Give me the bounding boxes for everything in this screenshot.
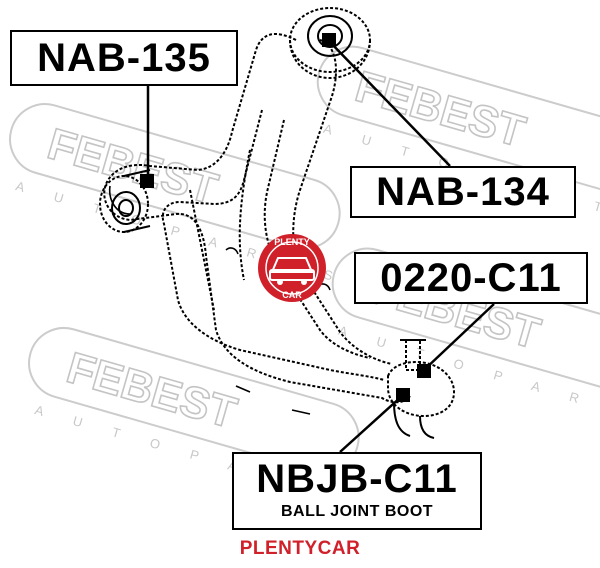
marker-0220 xyxy=(417,364,431,378)
label-nab-134: NAB-134 xyxy=(350,166,576,218)
bushing-nab135 xyxy=(99,169,151,233)
label-nbjb-c11: NBJB-C11 xyxy=(256,457,458,501)
logo-bottom-text: CAR xyxy=(282,290,302,300)
label-ball-joint-boot: BALL JOINT BOOT xyxy=(280,503,434,520)
label-0220-c11: 0220-C11 xyxy=(354,252,588,304)
ball-joint xyxy=(387,339,456,439)
label-nab-135: NAB-135 xyxy=(10,30,238,86)
leader-nbjb xyxy=(339,395,403,453)
marker-nab134 xyxy=(322,33,336,47)
leader-nab134 xyxy=(327,39,451,167)
label-nbjb-c11-box: NBJB-C11 BALL JOINT BOOT xyxy=(232,452,482,530)
leader-0220 xyxy=(423,303,495,371)
marker-nab135 xyxy=(140,174,154,188)
marker-nbjb xyxy=(396,388,410,402)
logo-top-text: PLENTY xyxy=(274,237,310,247)
bushing-nab134 xyxy=(289,7,371,80)
leader-lines xyxy=(146,39,495,453)
footer-brand: PLENTYCAR xyxy=(239,538,361,559)
logo-circle xyxy=(258,234,326,302)
car-icon xyxy=(270,257,314,273)
plentycar-logo: PLENTY CAR xyxy=(258,234,326,302)
leader-markers xyxy=(140,33,431,402)
